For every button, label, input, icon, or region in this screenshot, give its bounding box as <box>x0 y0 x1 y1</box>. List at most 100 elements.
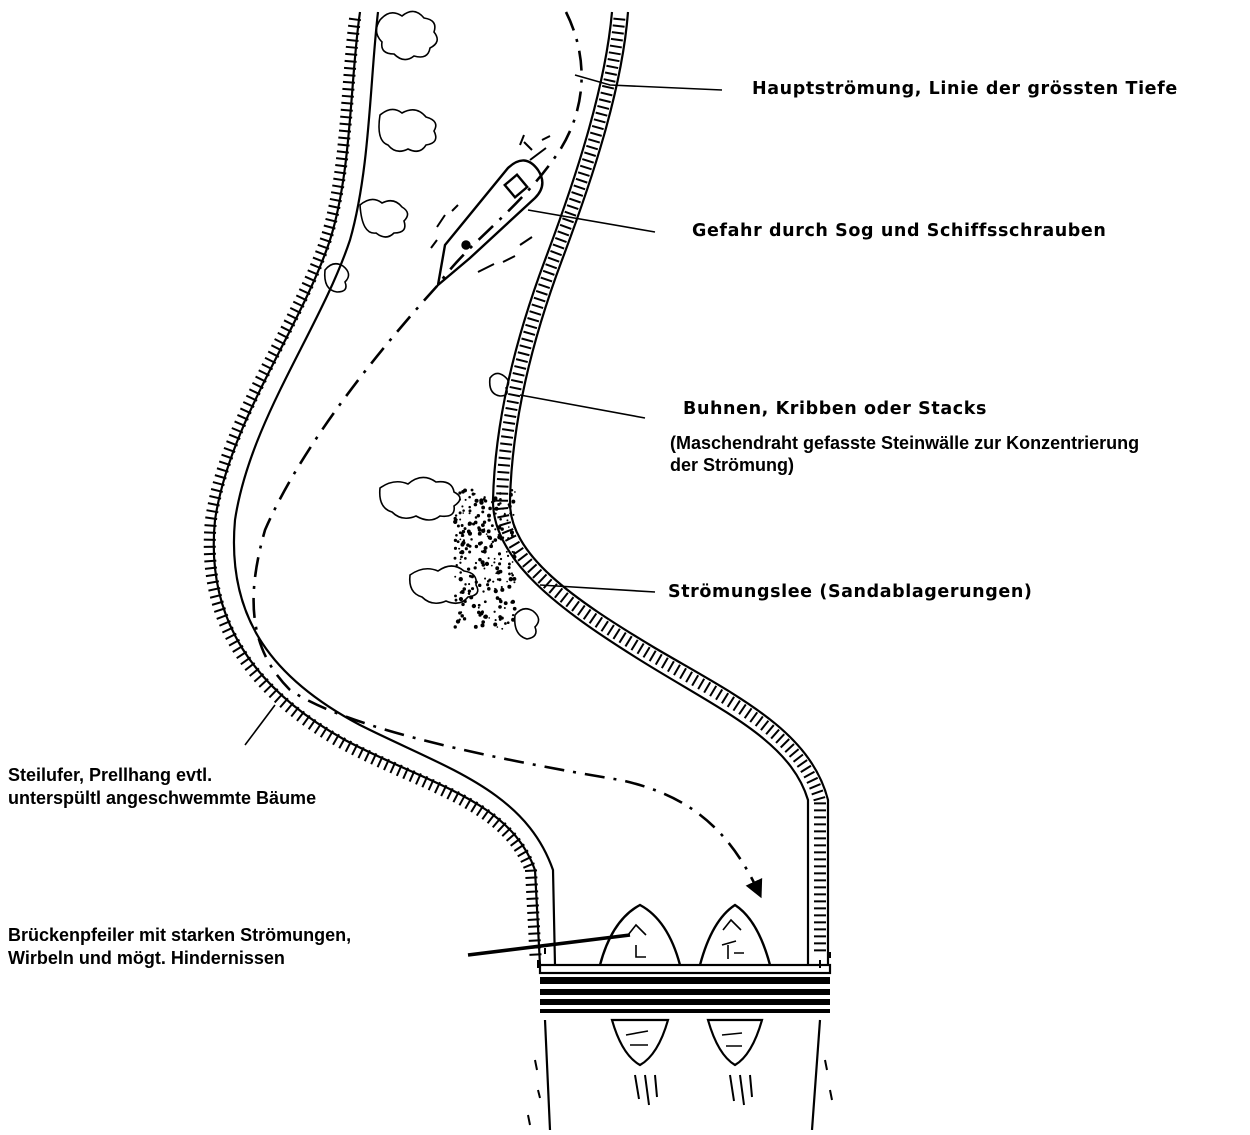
leader-lee <box>540 585 655 592</box>
stipple-dot <box>491 524 494 527</box>
stipple-dot <box>506 581 508 583</box>
hatch-mark <box>804 772 814 778</box>
hatch-mark <box>631 640 637 650</box>
hatch-mark <box>807 778 818 783</box>
hatch-mark <box>555 238 566 242</box>
stipple-dot <box>468 583 470 585</box>
stipple-dot <box>481 510 484 513</box>
hatch-mark <box>527 905 539 906</box>
hatch-mark <box>578 605 585 615</box>
hatch-mark <box>596 113 608 116</box>
stipple-dot <box>461 603 464 606</box>
label-groynes-title: Buhnen, Kribben oder Stacks <box>683 400 987 420</box>
stipple-dot <box>492 581 494 583</box>
hatch-mark <box>662 658 668 668</box>
stipple-dot <box>455 534 458 537</box>
hatch-mark <box>522 338 534 341</box>
stipple-dot <box>459 619 461 621</box>
hatch-mark <box>527 318 538 321</box>
stipple-dot <box>500 538 502 540</box>
stipple-dot <box>459 518 461 520</box>
stipple-dot <box>475 545 478 548</box>
stipple-dot <box>469 512 471 514</box>
stipple-dot <box>455 519 457 521</box>
hatch-mark <box>498 823 506 832</box>
hatch-mark <box>498 465 510 466</box>
stipple-dot <box>484 578 486 580</box>
stipple-dot <box>468 506 471 509</box>
stipple-dot <box>454 576 456 578</box>
stipple-dot <box>491 501 494 504</box>
stipple-dot <box>469 576 471 578</box>
hatch-mark <box>650 651 656 661</box>
stipple-dot <box>493 622 497 626</box>
hatch-mark <box>576 179 587 183</box>
stipple-dot <box>464 557 467 560</box>
hatch-mark <box>525 325 537 328</box>
hatch-mark <box>534 298 545 302</box>
hatch-mark <box>680 668 686 678</box>
tree-2 <box>379 109 436 151</box>
hatch-mark <box>336 158 348 159</box>
hatch-mark <box>558 231 569 235</box>
hatch-mark <box>520 345 532 348</box>
hatch-mark <box>625 636 631 646</box>
stipple-dot <box>483 568 485 570</box>
stipple-dot <box>499 492 502 495</box>
stipple-dot <box>507 585 511 589</box>
stipple-dot <box>499 518 502 521</box>
bridge-pier-1 <box>600 905 680 965</box>
main-current-line <box>254 12 760 895</box>
hatch-mark <box>745 708 752 718</box>
hatch-mark <box>604 79 616 82</box>
hatch-mark <box>506 408 518 410</box>
hatch-mark <box>668 661 674 671</box>
stipple-dot <box>478 607 480 609</box>
leader-suction <box>528 210 655 232</box>
stipple-dot <box>459 562 461 564</box>
stipple-dot <box>488 530 490 532</box>
stipple-dot <box>511 500 515 504</box>
bridge-pier-2 <box>700 905 770 965</box>
hatch-mark <box>488 814 495 824</box>
leader-lines <box>245 75 722 955</box>
stipple-dot <box>474 493 476 495</box>
hatch-mark <box>794 754 803 761</box>
stipple-dot <box>482 550 485 553</box>
hatch-mark <box>508 394 520 396</box>
hatch-mark <box>205 525 217 526</box>
hatch-mark <box>538 574 546 583</box>
stipple-dot <box>474 566 477 569</box>
stipple-dot <box>512 555 516 559</box>
stipple-dot <box>463 539 465 541</box>
bridge-pier-2-lower <box>708 1020 762 1065</box>
stipple-dot <box>498 615 502 619</box>
stipple-dot <box>485 562 489 566</box>
stipple-dot <box>474 625 478 629</box>
stipple-dot <box>472 604 476 608</box>
label-suction-danger: Gefahr durch Sog und Schiffsschrauben <box>692 222 1106 242</box>
stipple-dot <box>468 523 471 526</box>
hatch-mark <box>750 712 757 722</box>
hatch-mark <box>797 760 807 767</box>
stipple-dot <box>488 519 491 522</box>
hatch-mark <box>566 597 573 607</box>
hatch-mark <box>613 629 619 639</box>
hatch-mark <box>771 730 779 739</box>
hatch-mark <box>567 205 578 209</box>
hatch-mark <box>342 89 354 90</box>
label-steep-bank-1: Steilufer, Prellhang evtl. <box>8 765 212 785</box>
stipple-dot <box>454 557 457 560</box>
hatch-mark <box>561 593 568 602</box>
hatch-mark <box>513 373 525 376</box>
hatch-mark <box>343 75 355 76</box>
stipple-dot <box>471 489 474 492</box>
stipple-dot <box>498 605 502 609</box>
stipple-dot <box>492 541 494 543</box>
hatch-mark <box>544 579 552 588</box>
stipple-dot <box>468 532 472 536</box>
hatch-mark <box>338 137 350 138</box>
hatch-mark <box>499 450 511 451</box>
hatch-mark <box>592 126 604 129</box>
hatch-mark <box>536 291 547 295</box>
